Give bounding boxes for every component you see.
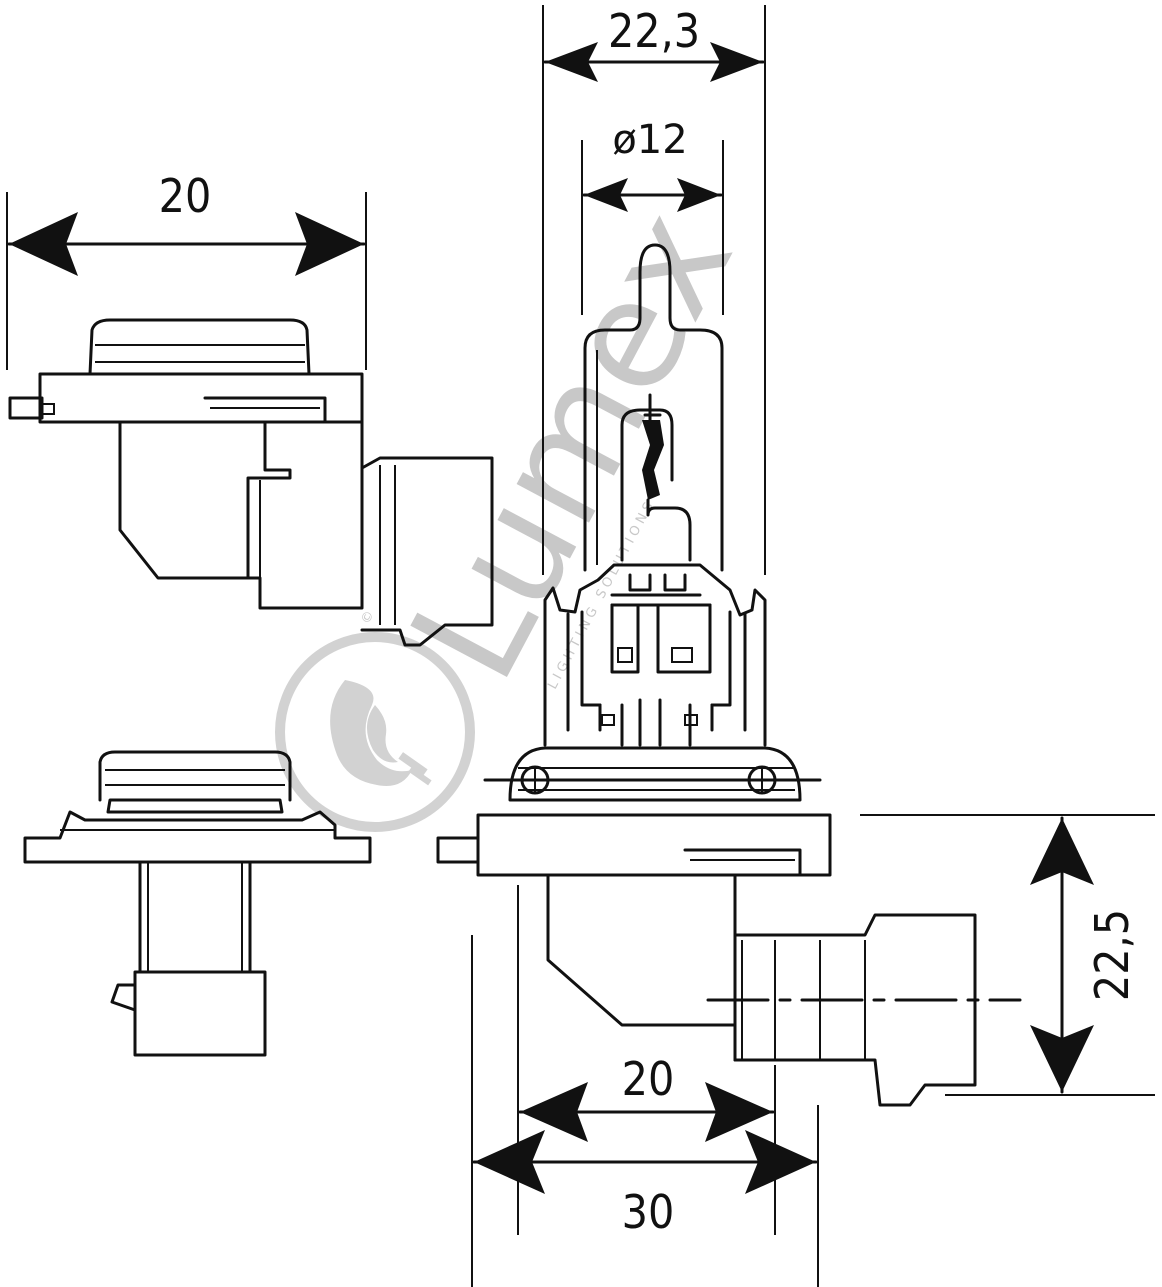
dimension-labels: 22,3 ø12 20 22,5 20 30 — [159, 4, 1139, 1239]
dim-base-height: 22,5 — [1085, 909, 1139, 1001]
bulb-glass — [583, 243, 724, 572]
dim-base-outer-width: 30 — [622, 1185, 675, 1239]
dim-bulb-diameter: ø12 — [612, 117, 687, 163]
watermark-copyright: © — [358, 605, 379, 627]
dim-base-inner-width: 20 — [622, 1052, 675, 1106]
dim-top-width: 22,3 — [608, 4, 700, 58]
dim-left-socket-width: 20 — [159, 169, 212, 223]
watermark: Lumex LIGHTING SOLUTIONS © — [275, 183, 767, 832]
watermark-logo-ring — [275, 632, 475, 832]
socket-side-view — [8, 318, 494, 647]
watermark-brand: Lumex — [378, 183, 767, 707]
socket-front-view — [23, 750, 372, 1057]
flame-bulb-logo-icon — [330, 680, 432, 786]
arrow-right-icon — [710, 42, 763, 82]
arrow-left-icon — [545, 42, 598, 82]
dimension-arrows — [7, 42, 1094, 1194]
bulb-main-view — [436, 243, 1022, 1107]
